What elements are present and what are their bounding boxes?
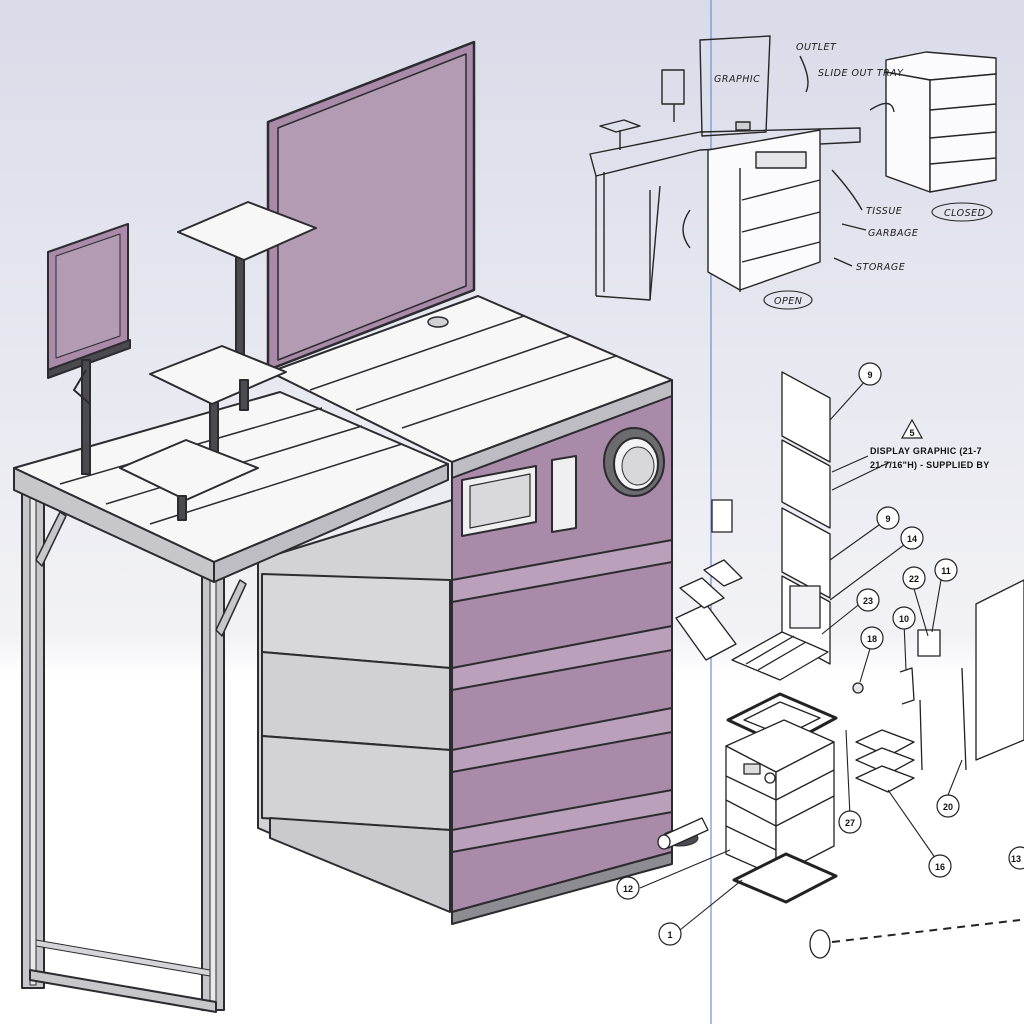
svg-text:18: 18: [867, 634, 877, 644]
concept-sketch: [589, 35, 997, 301]
callout-12: 12: [616, 876, 640, 900]
callout-1: 1: [658, 922, 682, 946]
svg-text:14: 14: [907, 534, 917, 544]
callout-13: 13: [1008, 846, 1024, 870]
svg-text:16: 16: [935, 862, 945, 872]
callout-27: 27: [838, 810, 862, 834]
callouts: 9 9 14 23 22 11 18 10: [616, 362, 1024, 946]
easel-graphic: [47, 223, 131, 475]
callout-10: 10: [892, 606, 916, 630]
sketch-labels: OUTLET GRAPHIC SLIDE OUT TRAY TISSUE GAR…: [714, 42, 993, 310]
sketch-label-garbage: GARBAGE: [868, 228, 918, 239]
callout-18: 18: [860, 626, 884, 650]
svg-text:13: 13: [1011, 854, 1021, 864]
callout-23: 23: [856, 588, 880, 612]
table-frame: [21, 487, 247, 1013]
svg-text:12: 12: [623, 884, 633, 894]
svg-text:1: 1: [667, 930, 672, 940]
note-line-2: 21-7/16"H) - SUPPLIED BY: [870, 460, 990, 470]
note-number: 5: [909, 428, 914, 438]
callout-leaders: [639, 379, 963, 931]
callout-9: 9: [876, 506, 900, 530]
kiosk-3d-render: [13, 40, 699, 1013]
note-line-1: DISPLAY GRAPHIC (21-7: [870, 446, 982, 456]
cabinet-top: [269, 295, 673, 479]
sketch-label-open: OPEN: [774, 296, 802, 307]
cabinet-side: [257, 499, 453, 913]
callout-11: 11: [934, 558, 958, 582]
tiered-shelves: [119, 201, 317, 521]
cabinet-front: [451, 389, 699, 925]
callout-14: 14: [900, 526, 924, 550]
sketch-closed-ring: [931, 202, 993, 222]
callout-22: 22: [902, 566, 926, 590]
sketch-label-slide-out-tray: SLIDE OUT TRAY: [818, 68, 904, 79]
svg-text:22: 22: [909, 574, 919, 584]
sketch-label-graphic: GRAPHIC: [714, 74, 760, 85]
display-graphic-note: 5 DISPLAY GRAPHIC (21-7 21-7/16"H) - SUP…: [831, 418, 990, 491]
exploded-view: [657, 371, 1024, 959]
svg-text:9: 9: [867, 370, 872, 380]
svg-text:27: 27: [845, 818, 855, 828]
callout-9-top: 9: [858, 362, 882, 386]
callout-16: 16: [928, 854, 952, 878]
back-graphic-panel: [266, 40, 476, 372]
note-leader: [831, 461, 891, 491]
svg-text:10: 10: [899, 614, 909, 624]
svg-text:9: 9: [885, 514, 890, 524]
svg-text:23: 23: [863, 596, 873, 606]
svg-text:11: 11: [941, 566, 951, 576]
svg-text:20: 20: [943, 802, 953, 812]
note-leader-2: [831, 455, 869, 473]
sketch-open-ring: [763, 290, 813, 310]
callout-20: 20: [936, 794, 960, 818]
sketch-label-outlet: OUTLET: [796, 42, 837, 53]
sketch-label-storage: STORAGE: [856, 262, 905, 273]
sketch-label-closed: CLOSED: [944, 208, 985, 219]
note-triangle: [900, 418, 924, 439]
sketch-label-tissue: TISSUE: [866, 206, 902, 217]
